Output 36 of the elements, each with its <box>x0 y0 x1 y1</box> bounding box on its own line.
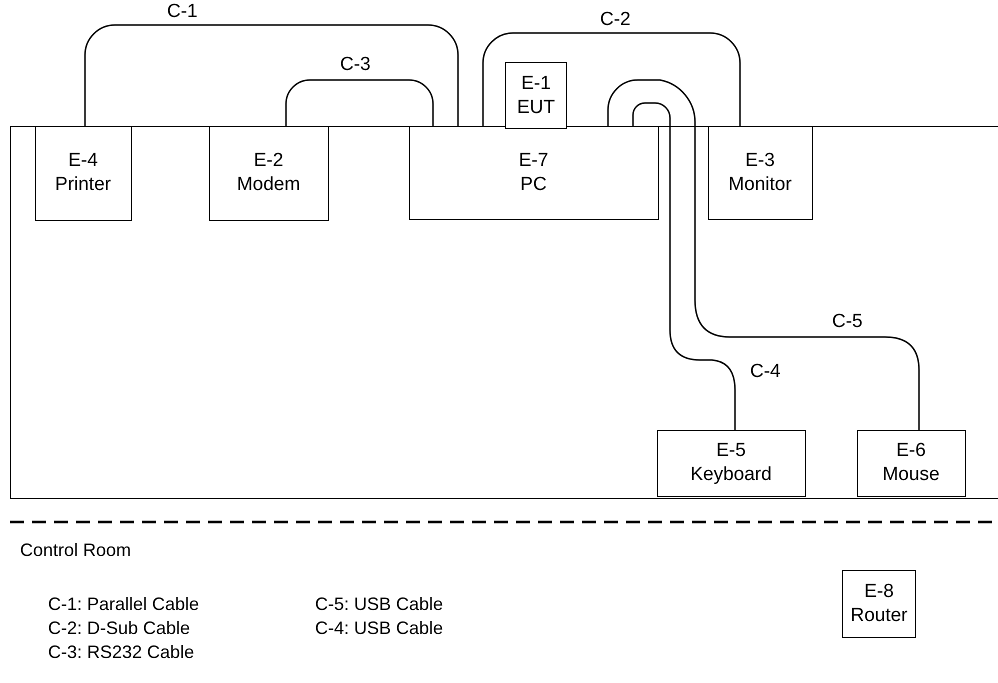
cable-line <box>607 79 920 430</box>
cable-line <box>482 32 741 126</box>
equipment-box <box>842 570 916 638</box>
cable-note: C-1: Parallel Cable <box>48 594 200 614</box>
equipment-box <box>656 430 806 496</box>
cable-line <box>285 79 434 126</box>
equipment-id: E-6 <box>896 439 926 463</box>
equipment-name: PC <box>520 172 547 196</box>
equipment-box <box>408 126 658 220</box>
equipment-name: Printer <box>55 173 111 197</box>
room-label: Control Room <box>20 540 132 560</box>
cable-line <box>632 102 736 430</box>
cable-note: C-3: RS232 Cable <box>48 642 194 662</box>
table-outline <box>10 126 998 499</box>
cable-line <box>84 24 459 126</box>
equipment-box <box>208 126 328 220</box>
cable-note: C-2: D-Sub Cable <box>48 618 190 638</box>
equipment-id: E-5 <box>716 439 746 463</box>
cable-note: C-4: USB Cable <box>315 618 444 638</box>
equipment-name: Keyboard <box>690 463 772 487</box>
equipment-id: E-2 <box>254 149 284 173</box>
equipment-name: EUT <box>517 96 555 120</box>
equipment-box <box>34 126 132 220</box>
equipment-box <box>708 126 812 220</box>
cable-note: C-5: USB Cable <box>315 594 444 614</box>
equipment-name: Mouse <box>882 463 940 487</box>
equipment-box <box>856 430 966 496</box>
equipment-name: Monitor <box>728 172 792 196</box>
equipment-id: E-3 <box>745 148 775 172</box>
equipment-id: E-4 <box>68 149 98 173</box>
equipment-box <box>505 62 567 129</box>
equipment-id: E-7 <box>518 148 548 172</box>
equipment-name: Router <box>850 604 908 628</box>
equipment-id: E-1 <box>521 72 551 96</box>
equipment-id: E-8 <box>864 580 894 604</box>
equipment-name: Modem <box>236 173 300 197</box>
